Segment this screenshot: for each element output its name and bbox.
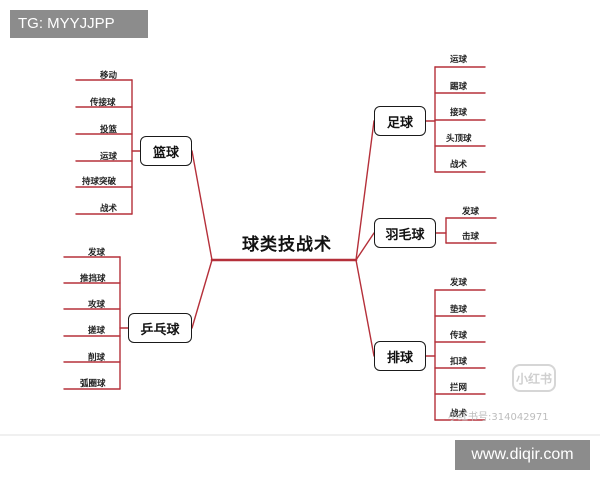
center-topic: 球类技战术: [242, 235, 332, 255]
leaf-football-1: 运球: [450, 55, 468, 65]
branch-football-label: 足球: [386, 115, 413, 131]
leaf-pingpong-5: 削球: [88, 353, 106, 363]
branch-football: 足球: [374, 106, 426, 136]
bottom-divider: [0, 434, 600, 436]
leaf-basketball-6: 战术: [100, 204, 118, 214]
branch-basketball-label: 篮球: [152, 145, 179, 161]
leaf-basketball-4: 运球: [100, 152, 118, 162]
connector-center-basketball: [191, 150, 213, 261]
leaf-volleyball-3: 传球: [450, 331, 468, 341]
leaf-volleyball-4: 扣球: [450, 357, 468, 367]
leaf-football-3: 接球: [450, 108, 468, 118]
leaf-pingpong-4: 搓球: [88, 326, 106, 336]
leaf-volleyball-5: 拦网: [450, 383, 468, 393]
leaf-football-4: 头顶球: [446, 134, 472, 144]
bottom-right-watermark: www.diqir.com: [455, 440, 590, 470]
branch-basketball: 篮球: [140, 136, 192, 166]
xiaohongshu-logo-watermark: 小红书: [512, 364, 556, 392]
branch-badminton: 羽毛球: [374, 218, 436, 248]
branch-pingpong-label: 乒乓球: [140, 322, 180, 338]
xiaohongshu-id-watermark: 小红书号:314042971: [448, 412, 549, 423]
leaf-basketball-1: 移动: [100, 71, 118, 81]
branch-volleyball-label: 排球: [386, 350, 413, 366]
connector-center-pingpong: [191, 259, 213, 329]
leaf-volleyball-2: 垫球: [450, 305, 468, 315]
connector-center-badminton: [355, 232, 375, 261]
leaf-badminton-2: 击球: [462, 232, 480, 242]
connector-center-football: [355, 120, 375, 261]
branch-pingpong: 乒乓球: [128, 313, 192, 343]
branch-badminton-label: 羽毛球: [385, 227, 425, 243]
leaf-pingpong-6: 弧圈球: [80, 379, 106, 389]
leaf-badminton-1: 发球: [462, 207, 480, 217]
leaf-football-5: 战术: [450, 160, 468, 170]
leaf-pingpong-3: 攻球: [88, 300, 106, 310]
leaf-pingpong-2: 推挡球: [80, 274, 106, 284]
leaf-football-2: 踢球: [450, 82, 468, 92]
branch-volleyball: 排球: [374, 341, 426, 371]
leaf-basketball-3: 投篮: [100, 125, 118, 135]
leaf-basketball-5: 持球突破: [82, 177, 117, 187]
connector-center-volleyball: [355, 259, 375, 357]
leaf-volleyball-6: 战术: [450, 409, 468, 419]
leaf-basketball-2: 传接球: [90, 98, 116, 108]
leaf-pingpong-1: 发球: [88, 248, 106, 258]
leaf-volleyball-1: 发球: [450, 278, 468, 288]
top-left-watermark: TG: MYYJJPP: [10, 10, 148, 38]
